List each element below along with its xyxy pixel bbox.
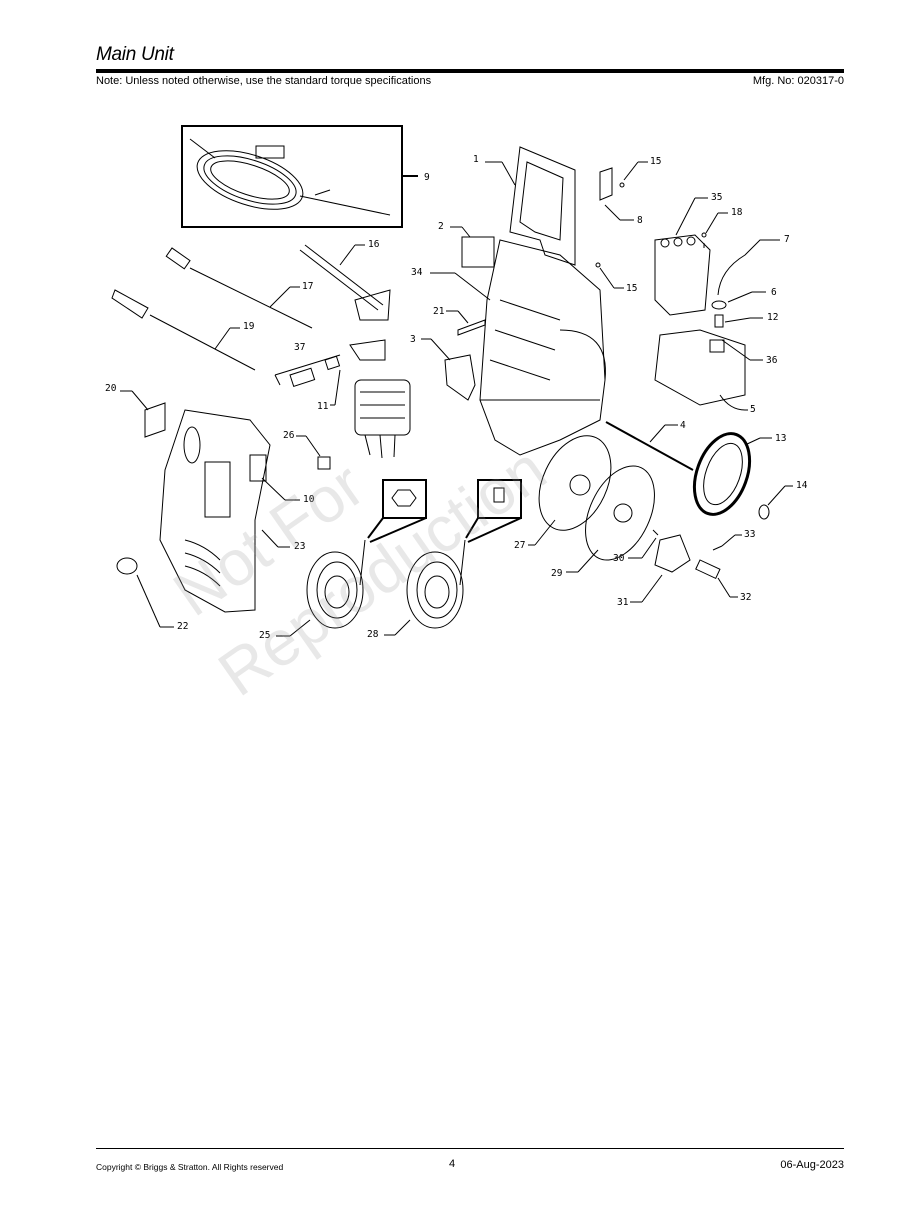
- page-title: Main Unit: [96, 44, 174, 65]
- part-4-axle: [605, 421, 694, 471]
- part-37-fittings: [274, 354, 341, 406]
- callout-35: 35: [711, 192, 723, 203]
- callout-36: 36: [766, 355, 778, 366]
- callout-19: 19: [243, 321, 255, 332]
- part-3-cap: [421, 338, 476, 401]
- callout-2: 2: [438, 221, 444, 232]
- page-number: 4: [449, 1158, 456, 1170]
- callout-33: 33: [744, 529, 756, 540]
- callout-26: 26: [283, 430, 295, 441]
- callout-21: 21: [433, 306, 445, 317]
- callout-3: 3: [410, 334, 416, 345]
- callout-34: 34: [411, 267, 423, 278]
- callout-23: 23: [294, 541, 306, 552]
- part-17-wand: [165, 247, 313, 329]
- copyright-text: Copyright © Briggs & Stratton. All Right…: [96, 1162, 284, 1172]
- part-23-housing: [116, 390, 300, 628]
- callout-18: 18: [731, 207, 743, 218]
- callout-25: 25: [259, 630, 271, 641]
- part-8-clip: [595, 161, 648, 289]
- part-28-hose: [384, 479, 522, 636]
- part-31-crank: [628, 529, 742, 603]
- callout-7: 7: [784, 234, 790, 245]
- callout-20: 20: [105, 383, 117, 394]
- callout-10: 10: [303, 494, 315, 505]
- part-34-frame: [430, 239, 606, 456]
- part-1-handle: [485, 146, 576, 266]
- part-26-switch: [296, 435, 331, 470]
- callout-11: 11: [317, 401, 329, 412]
- pump-motor: [349, 339, 411, 459]
- callout-29: 29: [551, 568, 563, 579]
- callout-37: 37: [294, 342, 306, 353]
- callout-9: 9: [424, 172, 430, 183]
- part-21-label: [446, 310, 486, 336]
- part-19-wand: [111, 289, 256, 371]
- part-35-holder: [654, 197, 728, 316]
- mfg-number: Mfg. No: 020317-0: [752, 75, 844, 87]
- callout-22: 22: [177, 621, 189, 632]
- document-date: 06-Aug-2023: [780, 1159, 844, 1171]
- header-rule: [96, 69, 844, 73]
- callout-1: 1: [473, 154, 479, 165]
- callout-12: 12: [767, 312, 779, 323]
- part-25-hose: [276, 479, 427, 637]
- callout-31: 31: [617, 597, 629, 608]
- callout-28: 28: [367, 629, 379, 640]
- callout-32: 32: [740, 592, 752, 603]
- part-9-hose-kit: [181, 125, 418, 228]
- callout-15-lower: 15: [626, 283, 638, 294]
- part-13-wheel: [692, 432, 793, 520]
- torque-note: Note: Unless noted otherwise, use the st…: [96, 75, 432, 87]
- callout-13: 13: [775, 433, 787, 444]
- part-5-detergent-tank: [654, 239, 780, 411]
- part-27-reel: [528, 435, 612, 546]
- callout-5: 5: [750, 404, 756, 415]
- callout-27: 27: [514, 540, 526, 551]
- footer-rule: [96, 1148, 844, 1149]
- callout-17: 17: [302, 281, 314, 292]
- callout-14: 14: [796, 480, 808, 491]
- part-29-reel: [566, 465, 655, 573]
- callout-30: 30: [613, 553, 625, 564]
- callout-15-upper: 15: [650, 156, 662, 167]
- callout-8: 8: [637, 215, 643, 226]
- part-2-bracket: [450, 226, 495, 268]
- callout-6: 6: [771, 287, 777, 298]
- part-16-gun: [299, 244, 391, 321]
- callout-16: 16: [368, 239, 380, 250]
- callout-4: 4: [680, 420, 686, 431]
